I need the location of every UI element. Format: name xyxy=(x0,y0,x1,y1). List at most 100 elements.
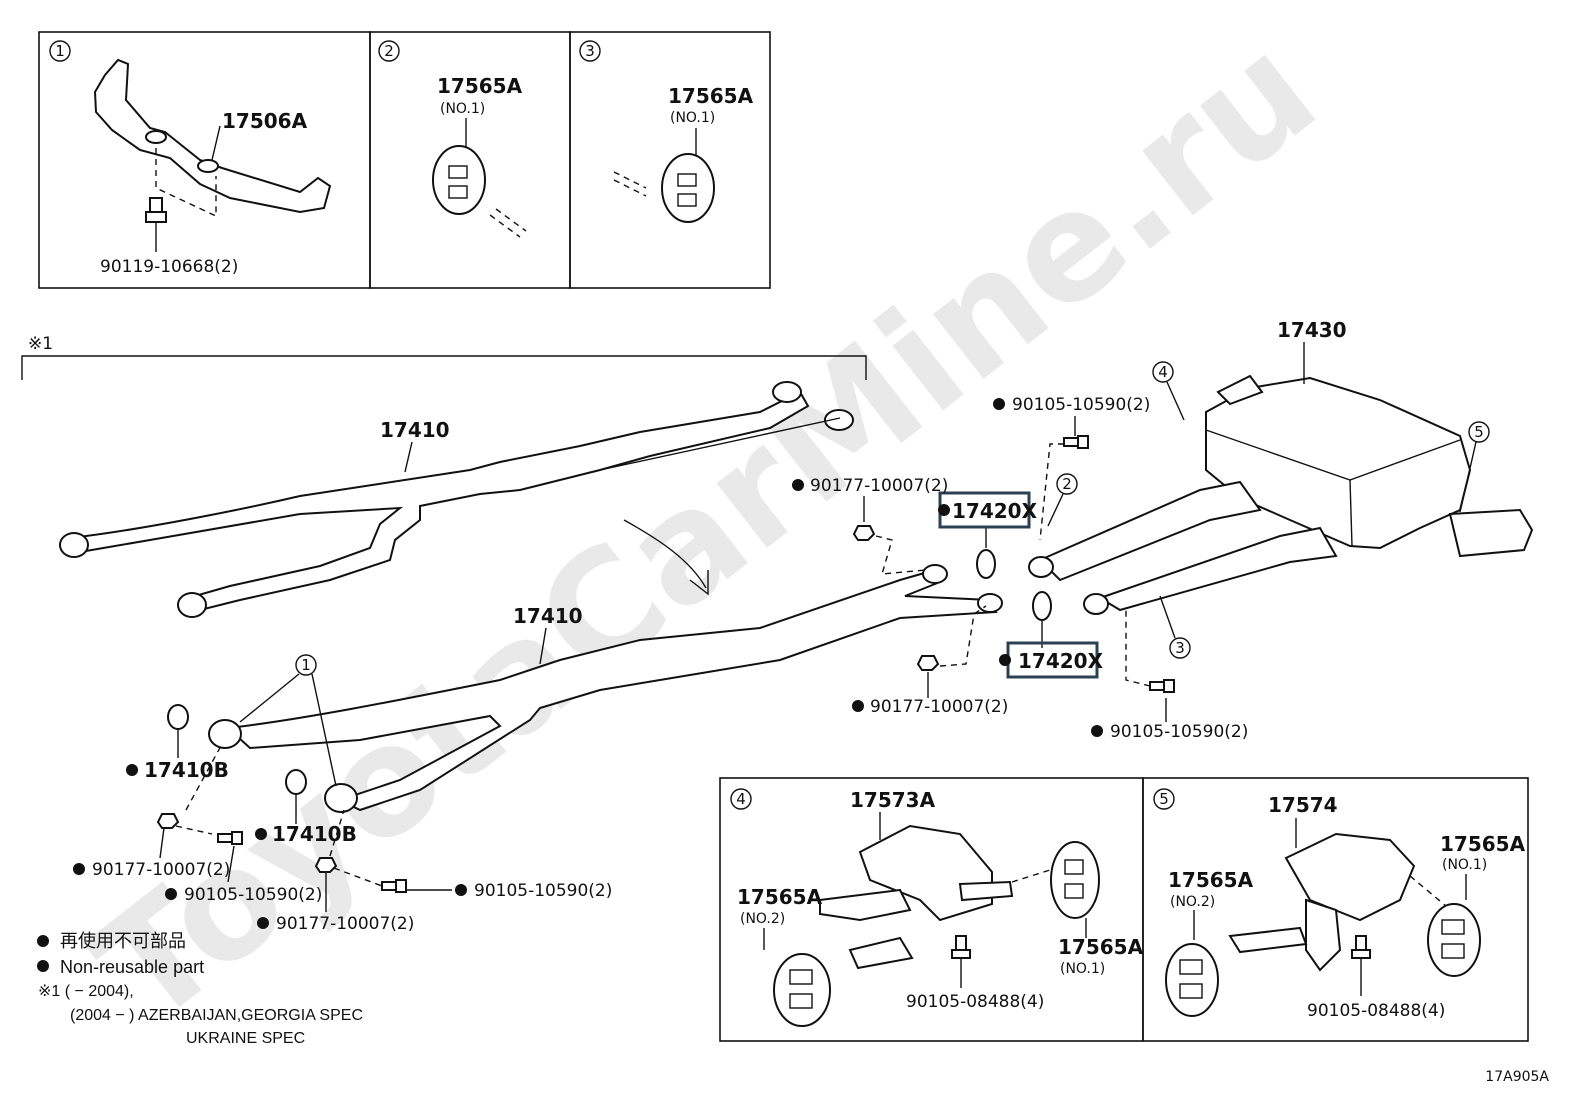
inset-panel-4: 4 17573A 17565A (NO.2) 17565A (NO.1) xyxy=(719,777,1144,1042)
part-label-17565a-no2: 17565A xyxy=(737,885,823,909)
part-label-17565a-no1: 17565A xyxy=(1440,832,1526,856)
inset-panel-1: 1 17506A 90119-10668(2) xyxy=(38,31,371,289)
legend-note-line-3: UKRAINE SPEC xyxy=(186,1030,305,1047)
bracket-17506a-drawing xyxy=(93,58,332,218)
part-label-17410-lower: 17410 xyxy=(513,604,583,628)
part-label-17410b-a: 17410B xyxy=(144,758,229,782)
rubber-hanger-no1-drawing xyxy=(1427,903,1481,977)
nut-icon xyxy=(314,857,338,873)
gasket-ring-front-a xyxy=(167,704,189,730)
legend-note-line-2: (2004 − ) AZERBAIJAN,GEORGIA SPEC xyxy=(70,1007,363,1024)
inset-panel-3: 3 17565A (NO.1) xyxy=(569,31,771,289)
callout-number-4-main: 4 xyxy=(1158,363,1168,381)
scope-bracket xyxy=(21,355,867,380)
gasket-ring-front-b xyxy=(285,769,307,795)
bracket-17573a-drawing xyxy=(819,824,1014,970)
part-label-90177-10007-upper: 90177-10007(2) xyxy=(810,476,948,496)
bolt-icon xyxy=(1149,679,1175,693)
callout-number-5-main: 5 xyxy=(1474,423,1484,441)
bolt-icon xyxy=(1063,435,1089,449)
inset-panel-2: 2 17565A (NO.1) xyxy=(369,31,571,289)
bolt-icon xyxy=(145,197,167,252)
callout-circle-5-main xyxy=(1468,421,1490,443)
non-reusable-dot xyxy=(938,504,950,516)
part-label-17420x-upper: 17420X xyxy=(952,499,1038,523)
non-reusable-dot xyxy=(255,828,267,840)
part-label-90105-10590-front-b: 90105-10590(2) xyxy=(474,881,612,901)
part-sublabel-no2: (NO.2) xyxy=(1170,894,1215,910)
part-label-17565a-no1: 17565A xyxy=(1058,935,1144,959)
nut-icon xyxy=(916,655,940,671)
non-reusable-dot xyxy=(37,935,49,947)
non-reusable-dot xyxy=(999,654,1011,666)
bolt-icon xyxy=(951,935,971,988)
callout-circle-4 xyxy=(730,788,752,810)
callout-number-2: 2 xyxy=(384,42,394,60)
gasket-ring-upper xyxy=(976,549,996,579)
legend: 再使用不可部品 Non-reusable part ※1 ( − 2004), … xyxy=(37,931,363,1047)
legend-note-line-1: ※1 ( − 2004), xyxy=(38,983,134,1000)
part-label-17574: 17574 xyxy=(1268,793,1338,817)
non-reusable-dot xyxy=(257,917,269,929)
part-label-17565a: 17565A xyxy=(668,84,754,108)
note-mark: ※1 xyxy=(28,334,53,354)
part-label-90105-10590-front-a: 90105-10590(2) xyxy=(184,885,322,905)
part-label-17573a: 17573A xyxy=(850,788,936,812)
part-label-90177-10007-front-b: 90177-10007(2) xyxy=(276,914,414,934)
callout-circle-3 xyxy=(579,40,601,62)
callout-circle-2 xyxy=(378,40,400,62)
part-label-17430: 17430 xyxy=(1277,318,1347,342)
inset-panel-5: 5 17574 17565A (NO.2) 17565A (NO.1) xyxy=(1142,777,1529,1042)
callout-number-3: 3 xyxy=(585,42,595,60)
callout-number-2-main: 2 xyxy=(1062,475,1072,493)
part-sublabel-no1: (NO.1) xyxy=(1442,857,1487,873)
non-reusable-dot xyxy=(792,479,804,491)
part-label-17565a: 17565A xyxy=(437,74,523,98)
exhaust-pipe-lower-drawing xyxy=(208,564,1003,813)
bolt-icon xyxy=(381,879,407,893)
callout-number-4: 4 xyxy=(736,790,746,808)
callout-number-3-main: 3 xyxy=(1175,639,1185,657)
callout-number-5: 5 xyxy=(1159,790,1169,808)
non-reusable-dot xyxy=(993,398,1005,410)
bracket-17574-drawing xyxy=(1228,832,1416,972)
nut-icon xyxy=(852,525,876,541)
callout-number-1: 1 xyxy=(55,42,65,60)
part-sublabel-no1: (NO.1) xyxy=(670,110,715,126)
callout-circle-3-main xyxy=(1169,637,1191,659)
bolt-icon xyxy=(1351,935,1371,996)
non-reusable-dot xyxy=(165,888,177,900)
gasket-ring-lower xyxy=(1032,591,1052,621)
rubber-hanger-no2-drawing xyxy=(1165,943,1219,1017)
callout-circle-2-main xyxy=(1056,473,1078,495)
non-reusable-dot xyxy=(37,960,49,972)
part-label-90105-10590-right: 90105-10590(2) xyxy=(1110,722,1248,742)
callout-number-1-main: 1 xyxy=(301,656,311,674)
callout-circle-1 xyxy=(49,40,71,62)
part-label-17420x-lower: 17420X xyxy=(1018,649,1104,673)
part-label-17506a: 17506A xyxy=(222,109,308,133)
non-reusable-dot xyxy=(73,863,85,875)
figure-code: 17A905A xyxy=(1485,1069,1549,1085)
part-label-90105-08488: 90105-08488(4) xyxy=(906,992,1044,1012)
legend-line-jp: 再使用不可部品 xyxy=(60,931,186,951)
nut-icon xyxy=(156,813,180,829)
part-label-90177-10007-front-a: 90177-10007(2) xyxy=(92,860,230,880)
part-label-90119-10668: 90119-10668(2) xyxy=(100,257,238,277)
exhaust-pipe-upper-drawing xyxy=(59,381,854,618)
non-reusable-dot xyxy=(455,884,467,896)
part-label-17565a-no2: 17565A xyxy=(1168,868,1254,892)
non-reusable-dot xyxy=(1091,725,1103,737)
rubber-hanger-no2-drawing xyxy=(773,953,831,1027)
part-sublabel-no1: (NO.1) xyxy=(440,101,485,117)
direction-arrow xyxy=(623,519,707,589)
part-sublabel-no2: (NO.2) xyxy=(740,911,785,927)
part-label-90177-10007-lower: 90177-10007(2) xyxy=(870,697,1008,717)
non-reusable-dot xyxy=(852,700,864,712)
part-label-90105-10590-upper: 90105-10590(2) xyxy=(1012,395,1150,415)
part-label-17410-upper: 17410 xyxy=(380,418,450,442)
non-reusable-dot xyxy=(126,764,138,776)
part-label-90105-08488: 90105-08488(4) xyxy=(1307,1001,1445,1021)
rubber-hanger-drawing xyxy=(432,145,486,215)
